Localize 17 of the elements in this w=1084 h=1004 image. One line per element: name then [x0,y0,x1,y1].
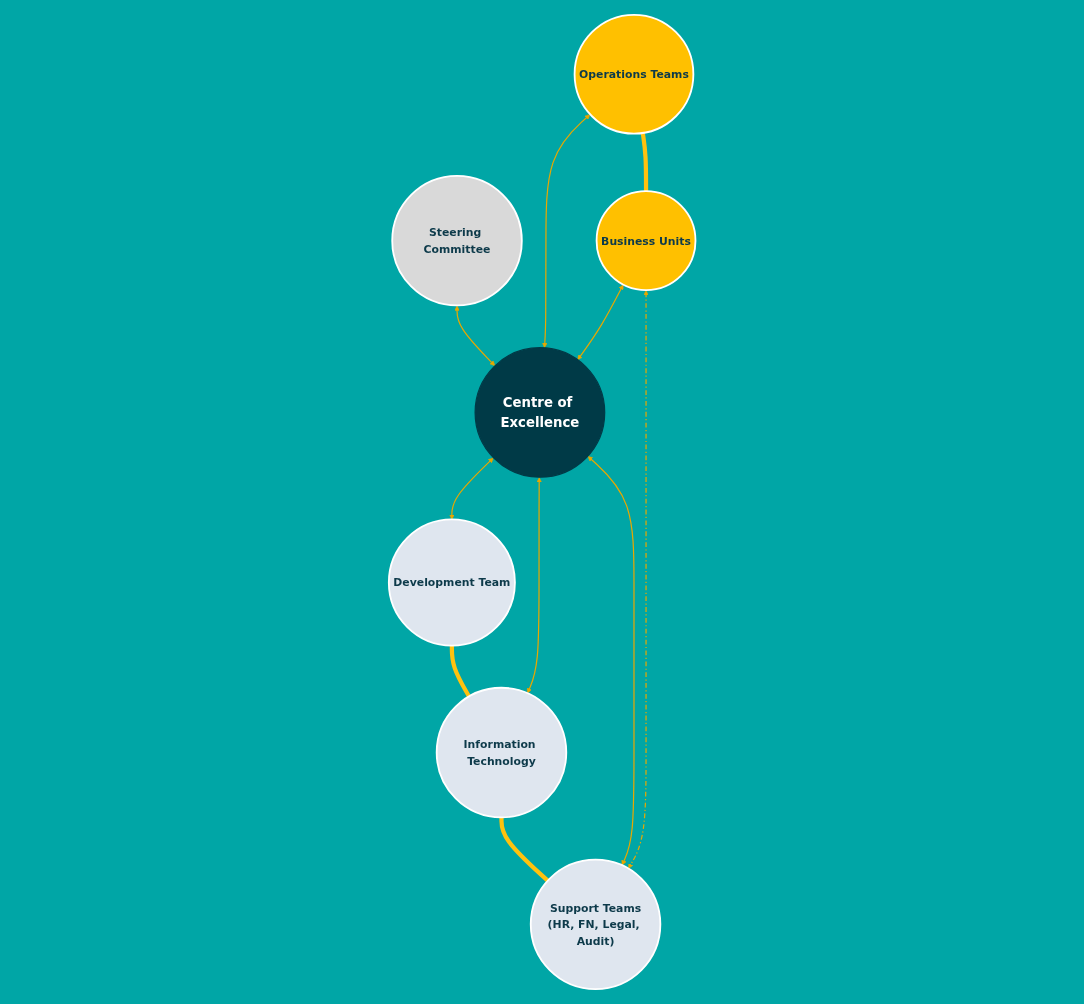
arrow [542,114,591,349]
arrow [526,477,542,694]
arrow [449,457,494,520]
node-circle: Operations Teams [573,13,695,135]
node-circle: Business Units [595,190,697,291]
arrow [577,284,624,361]
arrow [628,290,649,869]
connector [499,817,549,883]
node-circle: Development Team [387,518,516,647]
connector [449,645,471,698]
node-circle: Steering Committee [391,174,523,307]
node-circle: Support Teams (HR, FN, Legal, Audit) [529,858,662,991]
arrow [587,456,635,866]
connector [640,132,648,192]
arrow [454,305,495,367]
node-circle: Centre of Excellence [474,347,606,478]
node-circle: Information Technology [435,686,568,819]
